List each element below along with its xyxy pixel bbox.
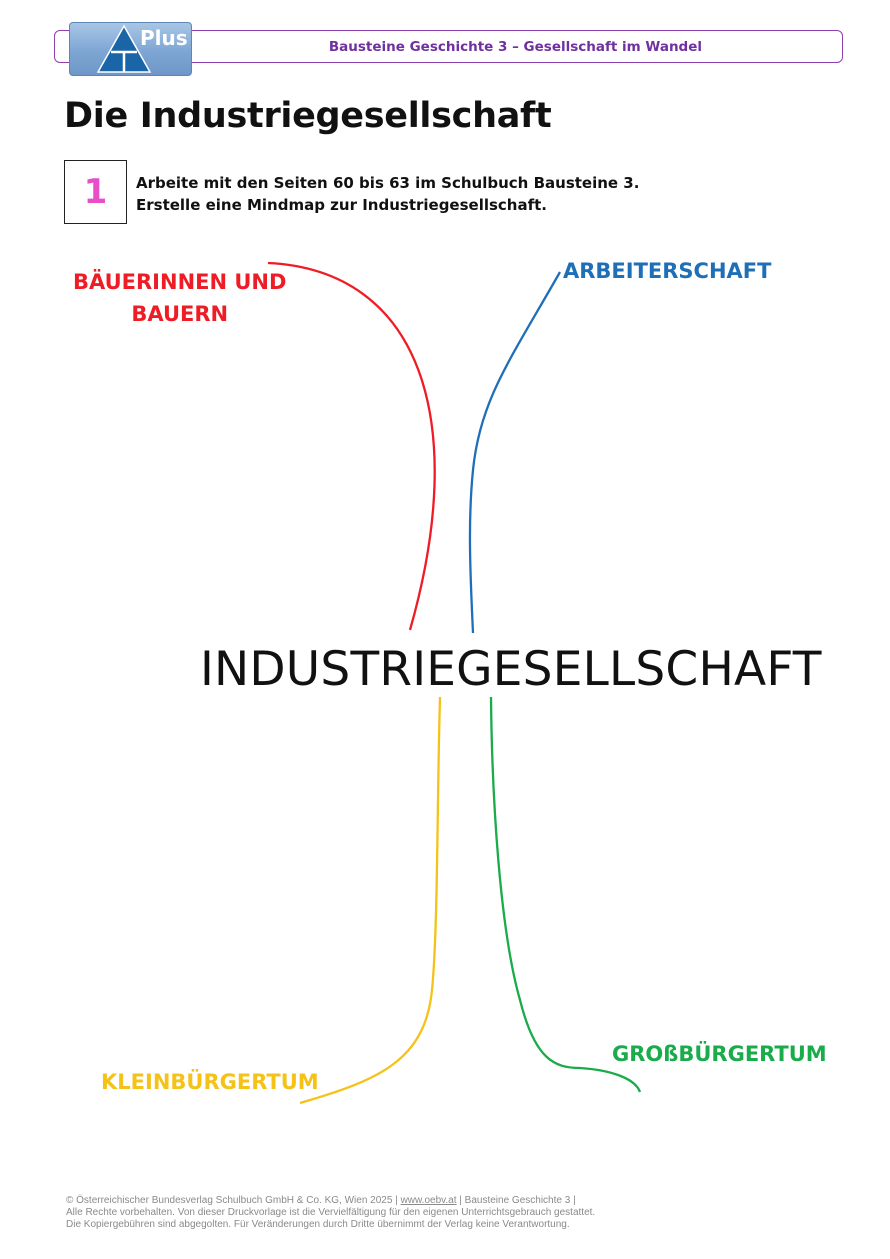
task-line-2: Erstelle eine Mindmap zur Industriegesel… [136,196,548,214]
branch-line-kleinbuergertum [299,696,442,1105]
task-number: 1 [83,172,108,212]
footer-book-title: | Bausteine Geschichte 3 | [456,1195,576,1206]
logo-text: Plus [140,26,188,50]
branch-line-grossbuergertum [489,696,642,1093]
header-bar: Bausteine Geschichte 3 – Gesellschaft im… [54,30,843,63]
header-title: Bausteine Geschichte 3 – Gesellschaft im… [328,39,702,55]
branch-label-kleinbuergertum: KLEINBÜRGERTUM [101,1070,319,1094]
publisher-link[interactable]: www.oebv.at [400,1195,457,1206]
task-instructions: Arbeite mit den Seiten 60 bis 63 im Schu… [136,172,639,216]
branch-label-bauern: BÄUERINNEN UND BAUERN [73,266,286,330]
pyramid-icon [96,24,152,73]
footer-line-2: Alle Rechte vorbehalten. Von dieser Druc… [66,1207,596,1218]
footer-line-1: © Österreichischer Bundesverlag Schulbuc… [66,1195,595,1207]
branch-label-bauern-line2: BAUERN [131,302,229,326]
footer-copyright: © Österreichischer Bundesverlag Schulbuc… [66,1195,595,1231]
task-number-box: 1 [64,160,127,224]
branch-label-bauern-line1: BÄUERINNEN UND [73,270,287,294]
footer-line-3: Die Kopiergebühren sind abgegolten. Für … [66,1219,570,1230]
branch-label-grossbuergertum: GROßBÜRGERTUM [612,1042,827,1066]
page-title: Die Industriegesellschaft [64,96,552,136]
footer-copyright-text: © Österreichischer Bundesverlag Schulbuc… [66,1195,401,1206]
branch-line-bauern [267,261,436,631]
branch-line-arbeiterschaft [468,271,561,634]
task-line-1: Arbeite mit den Seiten 60 bis 63 im Schu… [136,174,640,192]
branch-label-arbeiterschaft: ARBEITERSCHAFT [563,259,772,283]
bausteine-plus-logo: Plus [69,22,192,76]
mindmap-center-label: INDUSTRIEGESELLSCHAFT [200,642,822,697]
